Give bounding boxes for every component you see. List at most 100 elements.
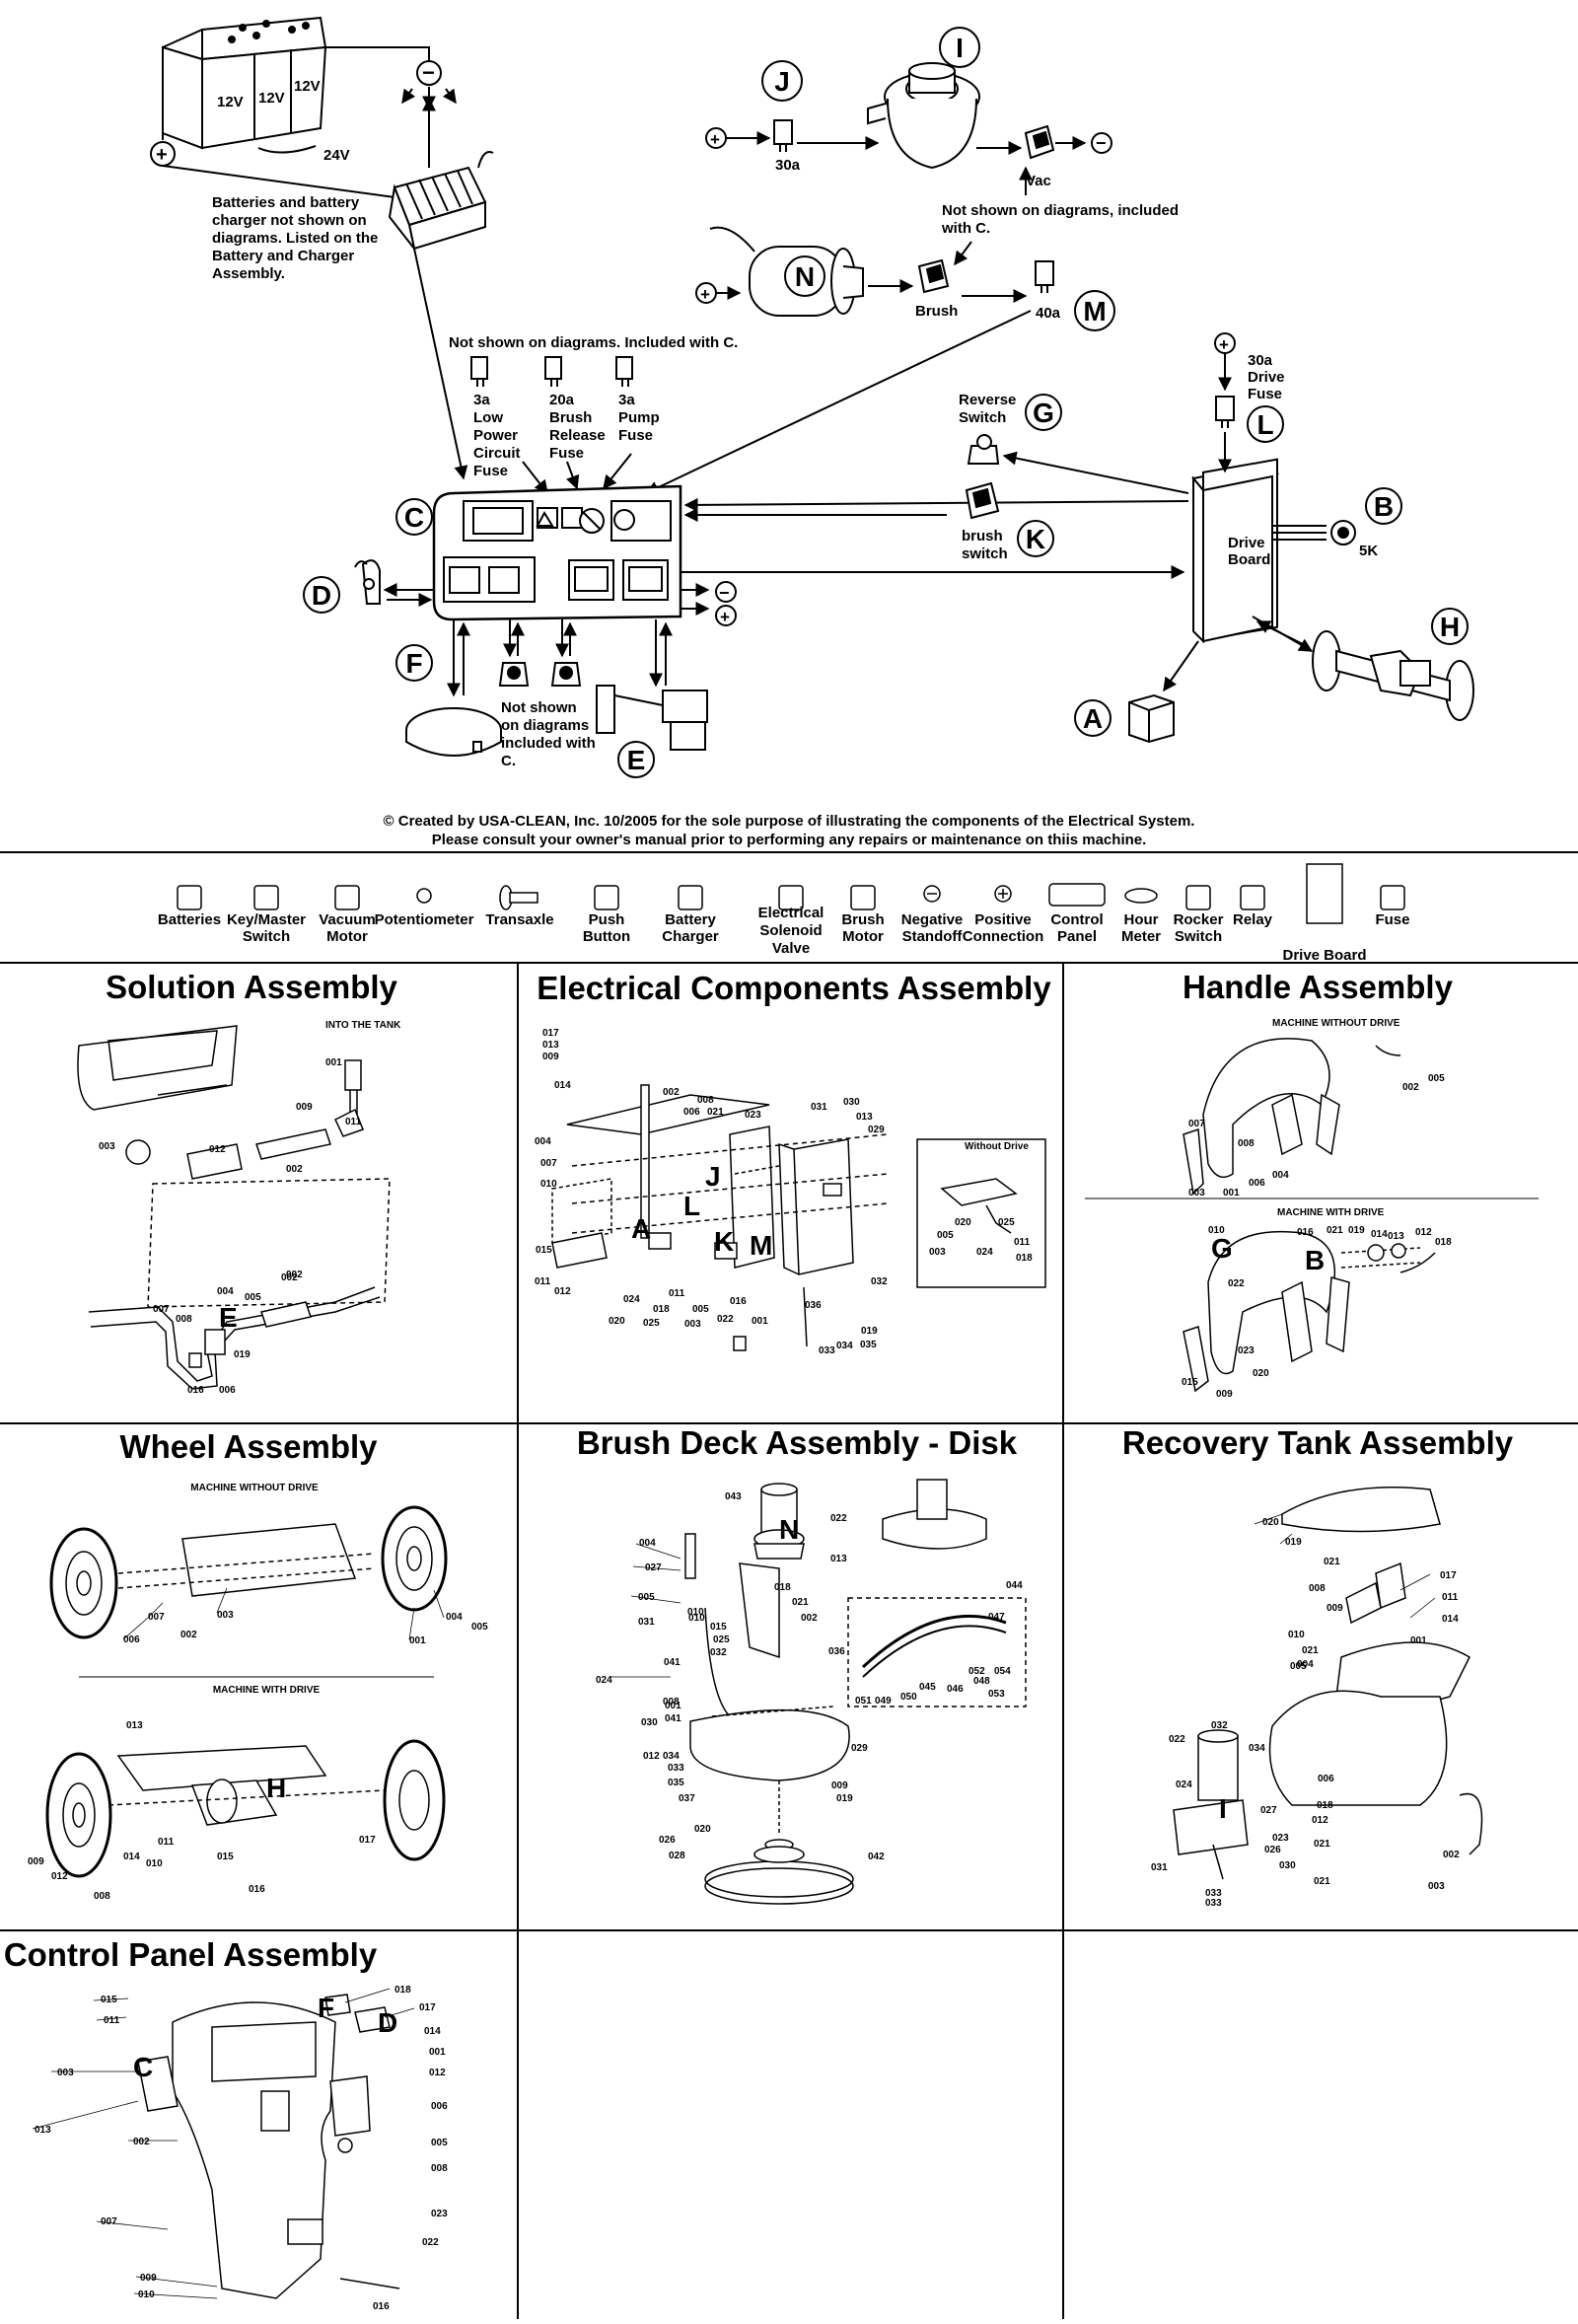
part-number: 005 xyxy=(1428,1073,1445,1084)
part-number: 010 xyxy=(688,1613,705,1624)
part-number: 006 xyxy=(1318,1774,1334,1784)
handle-sub-with-drive: MACHINE WITH DRIVE xyxy=(1277,1207,1385,1218)
part-number: 002 xyxy=(281,1272,298,1283)
leader-line xyxy=(632,1565,681,1571)
part-number: 008 xyxy=(431,2163,448,2174)
part-number: 023 xyxy=(1272,1833,1289,1844)
svg-text:included with: included with xyxy=(501,735,596,752)
fuse-40a xyxy=(1035,260,1054,293)
part-number: 023 xyxy=(745,1110,761,1121)
battery-total-voltage: 24V xyxy=(323,147,350,164)
recovery-title: Recovery Tank Assembly xyxy=(1122,1424,1514,1461)
part-number: 016 xyxy=(373,2301,390,2312)
part-number: 019 xyxy=(836,1793,853,1804)
positive-terminal-symbol: + xyxy=(156,144,168,166)
fuse-pump-rating: 3a xyxy=(618,392,635,408)
svg-text:Battery and Charger: Battery and Charger xyxy=(212,248,354,264)
drive-fuse-label: 30a xyxy=(1248,352,1273,369)
leader-line xyxy=(133,2292,218,2299)
part-number: 006 xyxy=(219,1385,236,1396)
legend-label: Fuse xyxy=(1375,911,1409,928)
hour-meter xyxy=(405,707,502,757)
control-letter-c: C xyxy=(133,2052,153,2082)
leader-line xyxy=(135,2276,218,2288)
transaxle-icon xyxy=(499,885,538,910)
wheel-sub-with-drive: MACHINE WITH DRIVE xyxy=(213,1685,321,1696)
fuse-30a-drive xyxy=(1215,396,1235,428)
part-number: 002 xyxy=(1443,1850,1460,1860)
leader-line xyxy=(1254,1513,1283,1525)
part-number: 012 xyxy=(51,1871,68,1882)
brush-rocker-switch xyxy=(917,258,950,294)
part-number: 006 xyxy=(1249,1178,1265,1189)
push-button-2 xyxy=(550,662,582,687)
part-number: 034 xyxy=(663,1751,680,1762)
brush-switch-label: Brush xyxy=(915,303,958,320)
part-number: 018 xyxy=(1317,1800,1333,1811)
part-number: 003 xyxy=(1428,1881,1445,1892)
part-number: 014 xyxy=(1371,1229,1388,1240)
letter-d: D xyxy=(312,580,331,611)
legend-label: Push xyxy=(589,911,625,928)
legend-label: Meter xyxy=(1121,928,1161,945)
part-number: 011 xyxy=(1014,1237,1031,1248)
letter-j: J xyxy=(774,66,790,97)
legend-label: Drive Board xyxy=(1282,947,1366,964)
negative-standoff-icon xyxy=(923,885,941,903)
legend-label: Key/Master xyxy=(227,911,306,928)
part-number: 011 xyxy=(345,1117,362,1127)
part-number: 005 xyxy=(937,1230,954,1241)
part-number: 001 xyxy=(325,1057,342,1068)
legend-item-17: Fuse xyxy=(1375,885,1410,928)
part-number: 012 xyxy=(429,2068,446,2078)
part-number: 004 xyxy=(1272,1170,1289,1181)
part-number: 036 xyxy=(828,1646,845,1657)
panel-electrical-components: Electrical Components Assembly xyxy=(537,970,1051,1351)
control-letter-d: D xyxy=(378,2007,397,2038)
leader-line xyxy=(630,1595,681,1604)
part-number: 001 xyxy=(429,2047,446,2058)
legend-label: Batteries xyxy=(158,911,221,928)
part-number: 025 xyxy=(713,1634,730,1645)
part-number: 016 xyxy=(249,1884,265,1895)
svg-text:−: − xyxy=(1096,133,1107,153)
part-number: 027 xyxy=(1260,1805,1277,1816)
part-number: 033 xyxy=(1205,1888,1222,1899)
svg-text:Assembly.: Assembly. xyxy=(212,265,285,282)
part-number: 041 xyxy=(665,1713,681,1724)
part-number: 043 xyxy=(725,1491,742,1502)
part-number: 011 xyxy=(669,1288,685,1299)
push-button-1 xyxy=(498,662,530,687)
part-number: 019 xyxy=(234,1349,251,1360)
part-number: 020 xyxy=(1262,1517,1279,1528)
letter-c: C xyxy=(404,502,424,533)
part-number: 012 xyxy=(1312,1815,1328,1826)
part-number: 008 xyxy=(663,1697,680,1707)
fuse-30a-label: 30a xyxy=(775,157,801,174)
component-letters xyxy=(303,27,1469,778)
part-number: 048 xyxy=(973,1676,990,1687)
leader-line xyxy=(344,1988,391,2003)
part-number: 021 xyxy=(1302,1645,1319,1656)
part-number: 025 xyxy=(998,1217,1015,1228)
letter-l: L xyxy=(1256,409,1273,440)
legend-label: Connection xyxy=(963,928,1044,945)
solenoid-valve xyxy=(596,685,708,751)
part-number: 014 xyxy=(554,1080,571,1091)
fuse-low-power xyxy=(470,356,488,387)
legend-label: Solenoid xyxy=(759,922,822,939)
electrical-inset-label: Without Drive xyxy=(965,1141,1029,1152)
vac-note: Not shown on diagrams, included xyxy=(942,202,1179,219)
part-number: 008 xyxy=(1238,1138,1255,1149)
part-number: 001 xyxy=(1410,1635,1427,1646)
part-number: 034 xyxy=(1249,1743,1265,1754)
